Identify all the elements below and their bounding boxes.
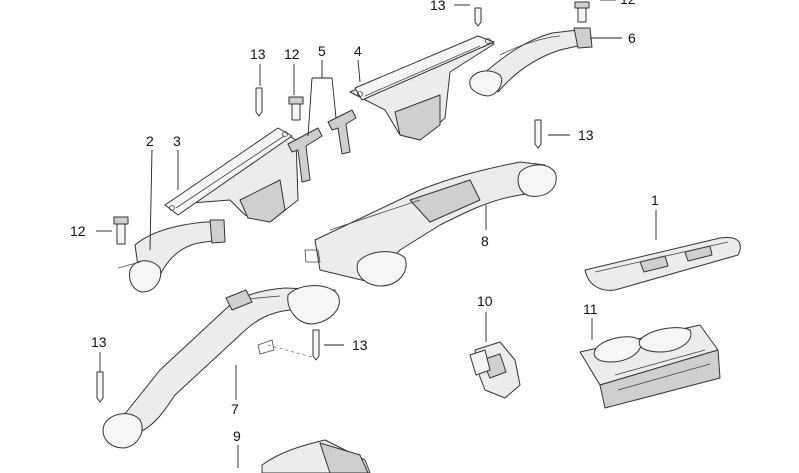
fasteners bbox=[96, 1, 590, 403]
part-4-air-duct bbox=[349, 35, 495, 141]
callout-9: 9 bbox=[233, 428, 241, 444]
part-2-air-duct bbox=[117, 219, 226, 293]
part-10-clip bbox=[469, 341, 521, 399]
part-7-air-duct bbox=[102, 285, 340, 449]
callout-4: 4 bbox=[354, 43, 362, 59]
callout-1: 1 bbox=[651, 192, 659, 208]
part-11-vent-grille bbox=[579, 324, 721, 409]
callout-13-left: 13 bbox=[91, 334, 107, 350]
callout-5: 5 bbox=[318, 43, 326, 59]
callout-13-right: 13 bbox=[578, 127, 594, 143]
callout-2: 2 bbox=[146, 133, 154, 149]
callout-12-mid: 12 bbox=[284, 46, 300, 62]
part-1-trim-panel bbox=[584, 237, 741, 291]
callout-12-left: 12 bbox=[70, 223, 86, 239]
part-3-air-duct bbox=[164, 127, 299, 223]
part-9-air-duct bbox=[261, 439, 371, 473]
callout-10: 10 bbox=[477, 293, 493, 309]
callout-6: 6 bbox=[628, 30, 636, 46]
part-5-brackets bbox=[287, 109, 357, 183]
callout-3: 3 bbox=[173, 133, 181, 149]
leader-lines bbox=[96, 0, 657, 468]
callout-7: 7 bbox=[231, 401, 239, 417]
part-6-air-duct bbox=[469, 27, 593, 97]
callout-labels: 13 12 6 13 12 5 4 2 3 13 1 12 8 10 11 13… bbox=[70, 0, 659, 444]
callout-8: 8 bbox=[481, 233, 489, 249]
callout-13-top: 13 bbox=[430, 0, 446, 13]
callout-13-center: 13 bbox=[352, 337, 368, 353]
callout-12-top: 12 bbox=[620, 0, 636, 7]
callout-13-mid: 13 bbox=[250, 46, 266, 62]
part-8-air-duct bbox=[304, 161, 557, 287]
callout-11: 11 bbox=[583, 301, 598, 317]
